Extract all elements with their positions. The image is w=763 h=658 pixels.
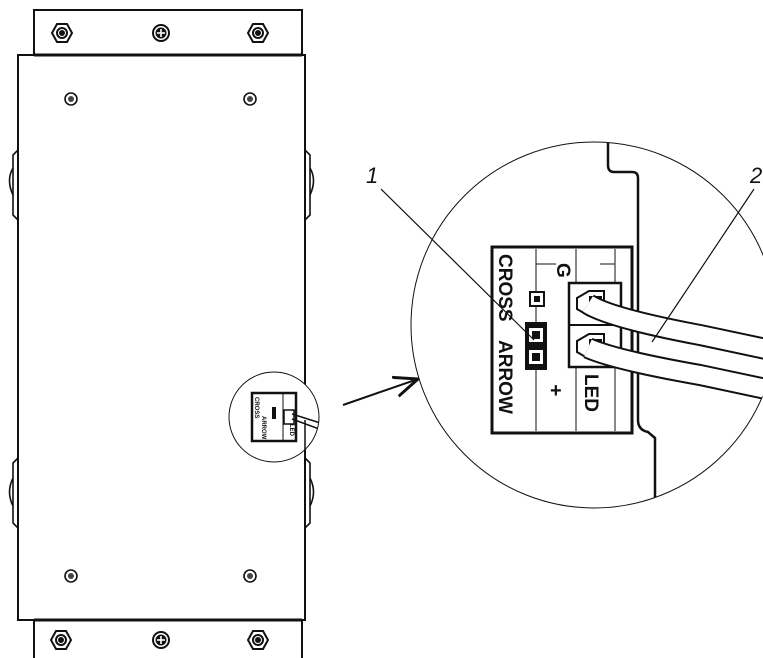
small-detail-circle: CROSS ARROW LED xyxy=(228,371,320,463)
rivet-bottom-right xyxy=(243,569,257,583)
connector-block xyxy=(490,245,634,435)
plus-label: + xyxy=(550,380,562,402)
zoom-detail-circle: CROSS ARROW G LED + xyxy=(410,141,763,509)
panel-body xyxy=(17,54,306,621)
callout-1: 1 xyxy=(366,163,378,188)
led-cable xyxy=(582,294,763,403)
bottom-bracket xyxy=(33,618,303,658)
enclosure-edge xyxy=(606,142,657,508)
left-clip-top xyxy=(8,149,19,221)
small-arrow-label: ARROW xyxy=(260,416,266,440)
rivet-bottom-left xyxy=(64,569,78,583)
rivet-top-right xyxy=(243,92,257,106)
callout-2: 2 xyxy=(749,163,762,188)
small-cross-label: CROSS xyxy=(253,397,259,418)
cross-label: CROSS xyxy=(494,254,515,322)
top-right-nut xyxy=(246,23,270,43)
top-center-screw xyxy=(152,24,170,42)
right-clip-bottom xyxy=(304,457,315,529)
ground-label: G xyxy=(552,263,573,278)
bottom-right-nut xyxy=(246,630,270,650)
bottom-left-nut xyxy=(49,630,73,650)
leader-line-2 xyxy=(651,188,755,343)
top-left-nut xyxy=(50,23,74,43)
rivet-top-left xyxy=(64,92,78,106)
right-clip-top xyxy=(304,149,315,221)
device-panel xyxy=(8,9,315,658)
left-clip-bottom xyxy=(8,457,19,529)
small-led-label: LED xyxy=(288,424,294,437)
zoom-arrow xyxy=(342,379,418,406)
arrow-label: ARROW xyxy=(494,340,515,414)
bottom-center-screw xyxy=(152,631,170,649)
led-label: LED xyxy=(580,374,601,412)
leader-line-1 xyxy=(380,188,535,341)
